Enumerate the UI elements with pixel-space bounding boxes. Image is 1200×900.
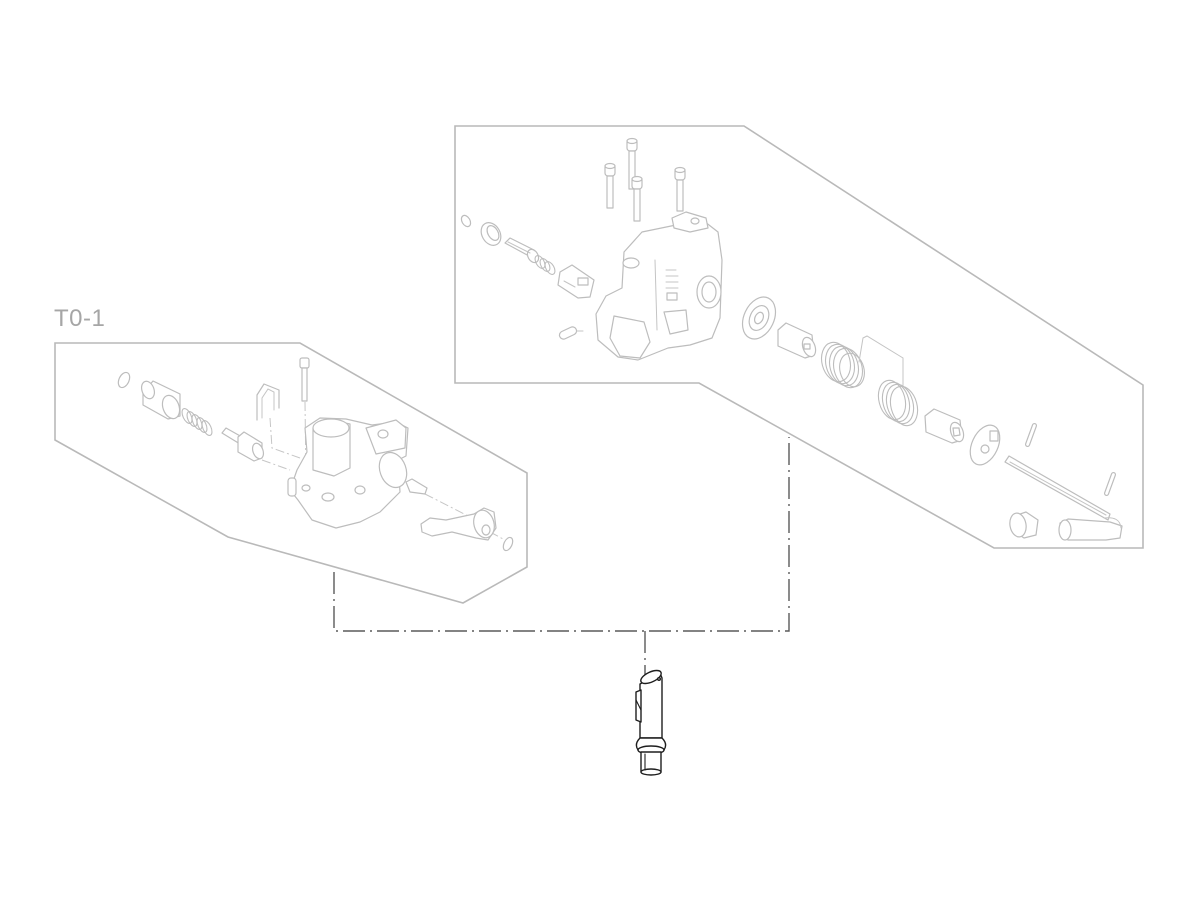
assembly-callout-label: T0-1 (54, 305, 106, 332)
bolt-icon (626, 137, 638, 190)
spring-icon (181, 408, 213, 436)
plunger-icon (221, 427, 265, 462)
cap-icon (1009, 511, 1039, 539)
lever-handle-icon (420, 507, 497, 541)
washer-icon (460, 214, 472, 228)
handle-icon (1058, 517, 1123, 541)
housing-icon (595, 211, 723, 361)
cam-plate-icon (969, 424, 1001, 466)
spring-icon (534, 255, 556, 275)
bushing-icon (924, 408, 965, 444)
bolt-icon (674, 166, 686, 212)
connector-icon (557, 264, 595, 299)
seal-icon (480, 222, 502, 246)
assembly-connector-lines (333, 437, 790, 682)
highlighted-pin-adapter[interactable] (635, 668, 667, 776)
pin-icon (1103, 472, 1117, 496)
sleeve-icon (777, 322, 817, 359)
screw-icon (558, 326, 584, 340)
bolt-icon (604, 162, 616, 209)
valve-body-icon (287, 417, 428, 529)
left-assembly-panel[interactable] (54, 342, 528, 604)
bolt-icon (299, 357, 310, 402)
bearing-cam-icon (741, 296, 777, 340)
o-ring-icon (117, 371, 131, 389)
right-assembly-panel[interactable] (454, 125, 1144, 549)
torsion-spring-icon (820, 335, 919, 427)
rod-icon (1004, 455, 1111, 521)
o-ring-icon (502, 536, 514, 552)
splined-shaft-icon (504, 237, 540, 264)
cap-sleeve-icon (140, 380, 181, 420)
pin-icon (1024, 423, 1038, 447)
bolt-icon (631, 175, 643, 222)
